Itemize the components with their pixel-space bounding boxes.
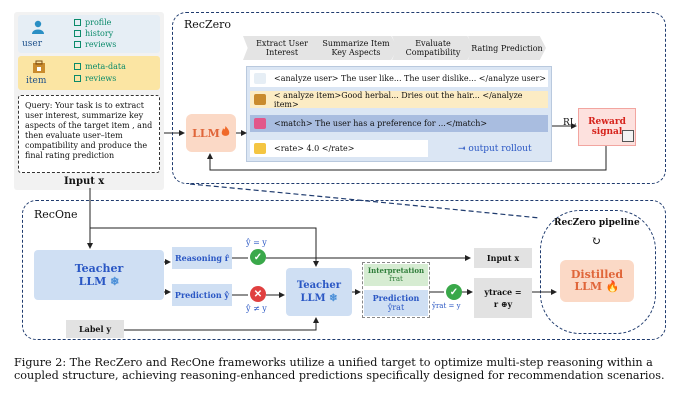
reward-doc-icon [622,130,634,142]
neq-label: ŷ ≠ y [246,304,267,313]
item-icon [32,59,46,73]
label-y-box: Label y [66,320,124,338]
interp-pred-frame [362,262,430,318]
input-x-box: Input x [474,248,532,268]
cross-icon: ✕ [250,286,266,302]
user-field-profile: profile [74,18,111,28]
item-field-metadata: meta-data [74,62,126,72]
eq2-label: ŷrat = y [432,302,461,310]
prediction-box: Prediction ŷ [172,284,232,306]
puzzle-icon [254,118,266,129]
llm-box: LLM [186,114,236,152]
stage-summarize-item: Summarize Item Key Aspects [314,36,398,60]
rollout-row-rate: <rate> 4.0 </rate> [250,140,428,157]
ytrace-box: ytrace =r ⊕y [474,278,532,318]
check-icon: ✓ [250,249,266,265]
item-icon [254,94,266,105]
prediction-rat-box: Prediction ŷrat [364,290,428,316]
pipeline-title: RecZero pipeline [554,218,640,228]
reczero-title: RecZero [184,18,231,31]
check-icon-2: ✓ [446,284,462,300]
stage-evaluate-compatibility: Evaluate Compatibility [392,36,474,60]
flame-icon [221,126,230,140]
stage-extract-user-interest: Extract User Interest [243,36,321,60]
query-text: Query: Your task is to extract user inte… [18,95,160,173]
rl-label: RL [563,118,576,128]
cycle-icon: ↻ [591,234,602,248]
rating-icon [254,143,266,154]
rollout-row-match: <match> The user has a preference for ..… [250,115,548,132]
reczero-frame [172,12,666,184]
export-icon: ⇥ [458,144,466,154]
user-field-reviews: reviews [74,40,116,50]
output-rollout: ⇥ output rollout [458,144,532,154]
snowflake-icon: ❄ [329,293,338,304]
interpretation-box: Interpretation r̂rat [364,264,428,286]
item-label: item [26,76,47,86]
user-icon [30,19,46,35]
input-panel-title: Input x [64,176,105,187]
llm-label: LLM [192,126,220,140]
user-field-history: history [74,29,113,39]
rollout-row-analyze-item: < analyze item>Good herbal... Dries out … [250,91,548,109]
item-box: item meta-data reviews [18,56,160,90]
eq-label: ŷ = y [246,238,267,247]
rollout-row-analyze-user: <analyze user> The user like... The user… [250,70,548,87]
stage-rating-prediction: Rating Prediction [468,36,546,60]
user-icon [254,73,266,84]
figure-caption: Figure 2: The RecZero and RecOne framewo… [14,356,665,382]
user-box: user profile history reviews [18,15,160,53]
recone-title: RecOne [34,208,78,221]
reasoning-box: Reasoning r̂ [172,247,232,269]
item-field-reviews: reviews [74,74,116,84]
recone-frame [22,200,666,340]
flame-icon: 🔥 [605,280,620,293]
snowflake-icon: ❄ [110,275,120,288]
user-label: user [22,39,43,49]
